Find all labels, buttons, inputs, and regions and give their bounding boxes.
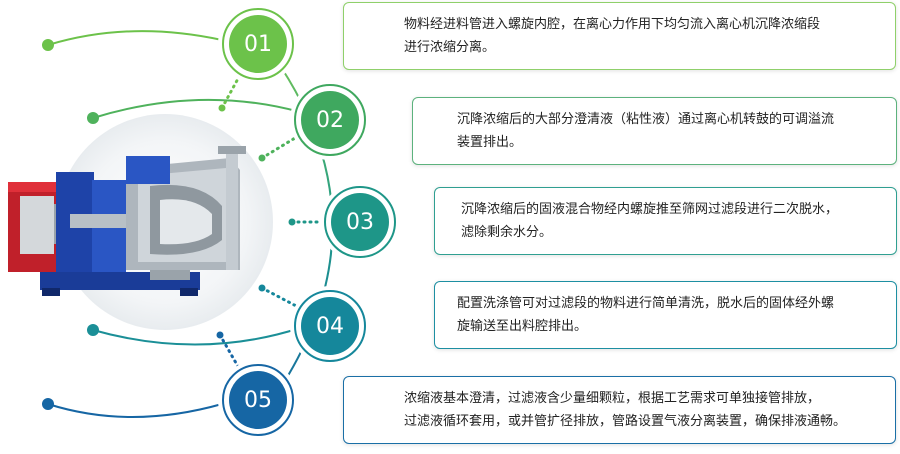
step-description-1: 物料经进料管进入螺旋内腔，在离心力作用下均匀流入离心机沉降浓缩段 进行浓缩分离。	[343, 2, 896, 70]
step-1-line-1: 物料经进料管进入螺旋内腔，在离心力作用下均匀流入离心机沉降浓缩段	[404, 17, 821, 32]
step-1-line-2: 进行浓缩分离。	[404, 40, 496, 55]
leader-line-2	[92, 98, 301, 119]
dotted-dot-4	[258, 284, 266, 292]
centrifuge-machine-image	[8, 146, 246, 296]
step-badge-2: 02	[294, 84, 366, 156]
step-number-1: 01	[244, 31, 272, 57]
leader-dot-4	[87, 324, 99, 336]
step-badge-4: 04	[294, 290, 366, 362]
leader-line-4	[92, 327, 301, 346]
dotted-dot-1	[218, 104, 226, 112]
dotted-line-5	[218, 333, 242, 372]
step-number-2: 02	[316, 107, 344, 133]
step-description-3: 沉降浓缩后的固液混合物经内螺旋推至筛网过滤段进行二次脱水， 滤除剩余水分。	[434, 187, 897, 255]
step-description-2: 沉降浓缩后的大部分澄清液（粘性液）通过离心机转鼓的可调溢流 装置排出。	[412, 97, 897, 165]
step-4-line-1: 配置洗涤管可对过滤段的物料进行简单清洗，脱水后的固体经外螺	[457, 296, 835, 311]
step-2-line-1: 沉降浓缩后的大部分澄清液（粘性液）通过离心机转鼓的可调溢流	[457, 112, 835, 127]
step-description-4: 配置洗涤管可对过滤段的物料进行简单清洗，脱水后的固体经外螺 旋输送至出料腔排出。	[434, 281, 897, 349]
leader-dot-5	[42, 398, 54, 410]
step-number-3: 03	[346, 209, 374, 235]
step-description-5: 浓缩液基本澄清，过滤液含少量细颗粒，根据工艺需求可单独接管排放， 过滤液循环套用…	[343, 376, 896, 444]
step-5-line-2: 过滤液循环套用，或并管扩径排放，管路设置气液分离装置，确保排液通畅。	[404, 414, 847, 429]
dotted-line-4	[260, 286, 302, 310]
dotted-dot-5	[216, 331, 224, 339]
step-4-line-2: 旋输送至出料腔排出。	[457, 319, 588, 334]
step-5-line-1: 浓缩液基本澄清，过滤液含少量细颗粒，根据工艺需求可单独接管排放，	[404, 391, 821, 406]
leader-line-1	[47, 30, 223, 46]
step-badge-1: 01	[222, 8, 294, 80]
dotted-dot-2	[258, 154, 266, 162]
dotted-dot-3	[288, 218, 296, 226]
leader-dot-2	[87, 112, 99, 124]
leader-dot-1	[42, 39, 54, 51]
leader-line-5	[47, 403, 223, 418]
step-badge-3: 03	[324, 186, 396, 258]
step-3-line-1: 沉降浓缩后的固液混合物经内螺旋推至筛网过滤段进行二次脱水，	[461, 202, 839, 217]
dotted-line-2	[260, 133, 302, 160]
step-number-5: 05	[244, 387, 272, 413]
step-2-line-2: 装置排出。	[457, 135, 523, 150]
step-badge-5: 05	[222, 364, 294, 436]
step-number-4: 04	[316, 313, 344, 339]
dotted-line-1	[220, 73, 242, 110]
step-3-line-2: 滤除剩余水分。	[461, 225, 553, 240]
